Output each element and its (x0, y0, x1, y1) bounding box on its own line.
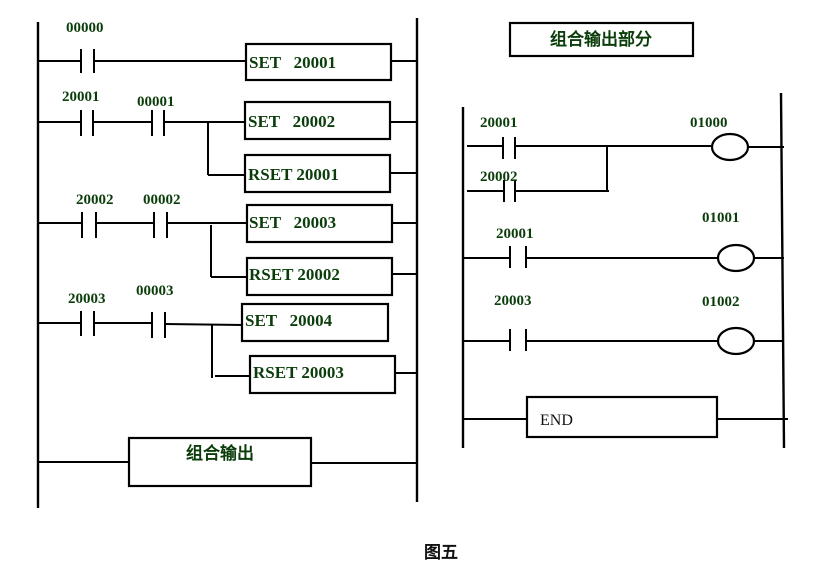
contact-no[interactable] (151, 312, 166, 338)
instruction-label: SET 20002 (248, 112, 335, 131)
contact-no[interactable] (509, 329, 527, 351)
contact-no[interactable] (80, 311, 95, 336)
output-rung-3: 20003 01002 (463, 293, 784, 356)
instruction-label: SET 20003 (249, 213, 336, 232)
contact-no[interactable] (80, 49, 95, 73)
contact-label: 20003 (494, 293, 532, 309)
instruction-box[interactable] (244, 42, 393, 82)
contact-label: 00002 (143, 192, 181, 208)
instruction-box[interactable] (248, 354, 397, 395)
instruction-box[interactable] (240, 302, 390, 343)
contact-no[interactable] (502, 137, 516, 159)
contact-label: 00003 (136, 283, 174, 299)
section-title-box (508, 21, 695, 58)
instruction-label: RSET 20001 (248, 165, 339, 184)
instruction-box[interactable] (245, 203, 394, 244)
contact-label: 20001 (480, 115, 518, 131)
combined-output-label: 组合输出 (186, 443, 254, 464)
contact-no[interactable] (509, 246, 527, 268)
contact-label: 20002 (76, 192, 114, 208)
end-block[interactable] (525, 395, 719, 439)
end-rung: END (463, 395, 788, 439)
section-title: 组合输出部分 (550, 29, 652, 50)
contact-no[interactable] (151, 110, 165, 136)
contact-no[interactable] (80, 110, 94, 136)
instruction-label: RSET 20002 (249, 265, 340, 284)
instruction-box[interactable] (245, 256, 394, 297)
contact-no[interactable] (153, 212, 168, 238)
rung-2: 20001 00001 SET 20002 RSET 20001 (38, 89, 417, 194)
rung-combined-output: 组合输出 (38, 436, 417, 488)
contact-label: 20002 (480, 169, 518, 185)
output-coil[interactable] (716, 326, 756, 356)
contact-label: 00001 (137, 94, 175, 110)
instruction-box[interactable] (243, 153, 392, 194)
right-power-rail (779, 92, 786, 449)
coil-label: 01001 (702, 210, 740, 226)
coil-label: 01000 (690, 115, 728, 131)
coil-label: 01002 (702, 294, 740, 310)
instruction-label: RSET 20003 (253, 363, 344, 382)
contact-label: 00000 (66, 20, 104, 36)
instruction-label: SET 20004 (245, 311, 333, 330)
end-label: END (540, 412, 573, 429)
contact-no[interactable] (81, 212, 97, 238)
output-rung-1: 20001 20002 01000 (467, 115, 784, 202)
contact-label: 20001 (496, 226, 534, 242)
output-coil[interactable] (716, 243, 756, 273)
output-coil[interactable] (710, 132, 750, 162)
output-rung-2: 20001 01001 (463, 210, 784, 273)
contact-label: 20003 (68, 291, 106, 307)
combined-output-block[interactable] (127, 436, 313, 488)
contact-label: 20001 (62, 89, 100, 105)
rung-3: 20002 00002 SET 20003 RSET 20002 (38, 192, 417, 297)
left-ladder: 00000 SET 20001 20001 00001 SET 20002 RS… (36, 18, 419, 508)
rung-1: 00000 SET 20001 (38, 20, 417, 82)
instruction-box[interactable] (243, 100, 392, 141)
right-ladder: 组合输出部分 20001 20002 01000 (461, 21, 788, 449)
instruction-label: SET 20001 (249, 53, 336, 72)
rung-4: 20003 00003 SET 20004 RSET 20003 (38, 283, 417, 395)
figure-caption: 图五 (424, 543, 458, 563)
